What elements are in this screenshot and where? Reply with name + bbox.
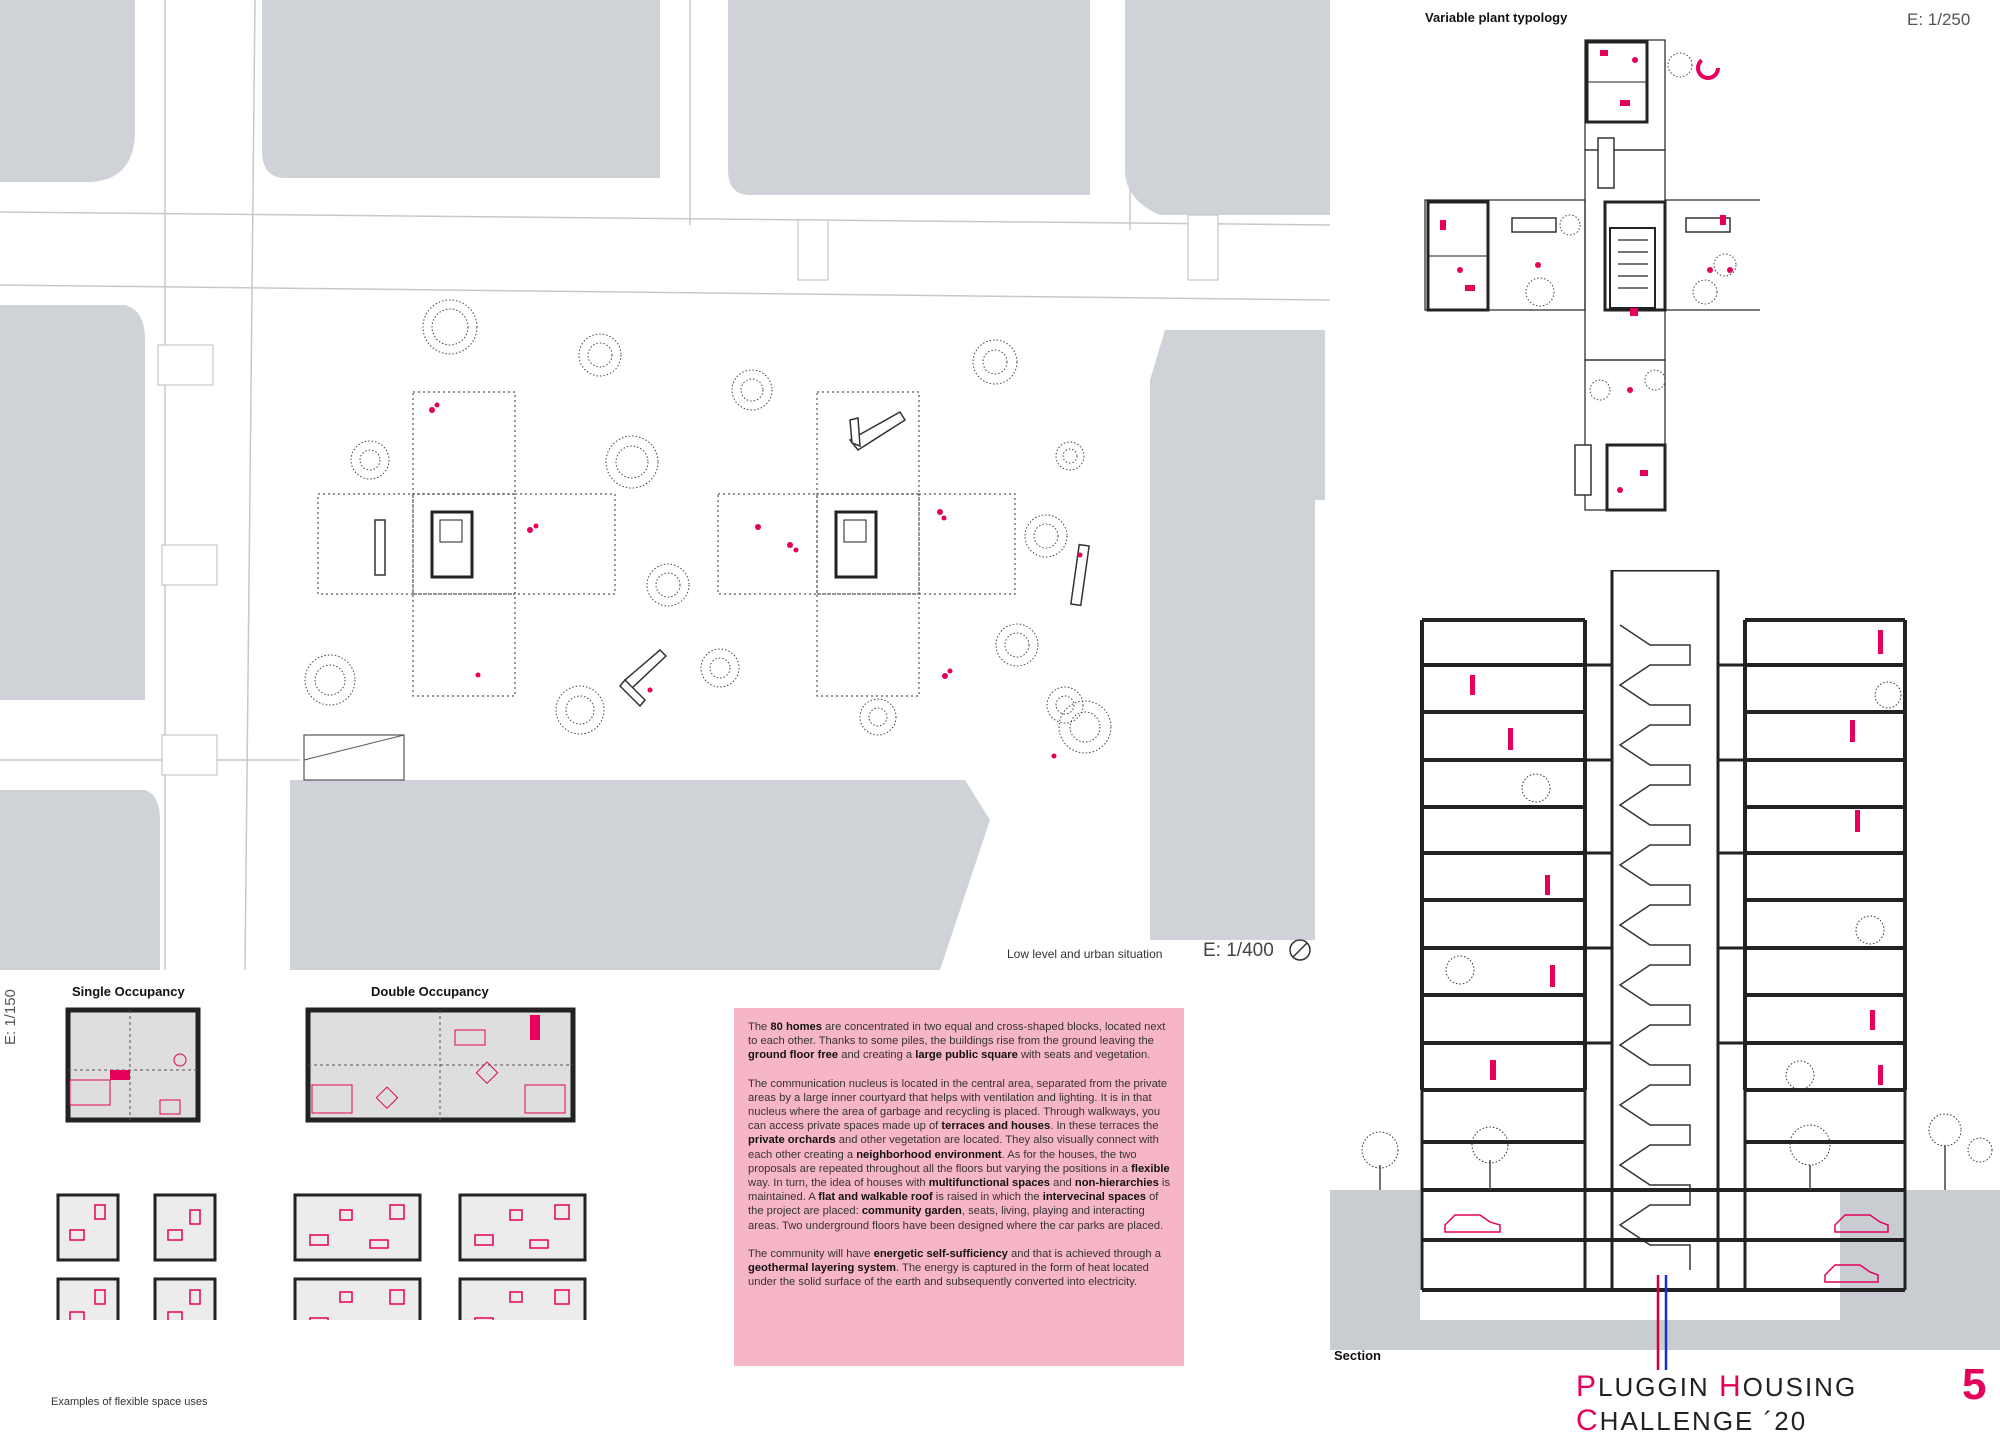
city-blocks bbox=[0, 0, 1330, 970]
description-box: The 80 homes are concentrated in two equ… bbox=[734, 1008, 1184, 1366]
single-variants bbox=[56, 1193, 217, 1320]
description-paragraph-3: The community will have energetic self-s… bbox=[748, 1247, 1161, 1289]
site-caption: Low level and urban situation bbox=[1007, 947, 1163, 961]
page-number: 5 bbox=[1962, 1360, 1987, 1409]
right-tower bbox=[1743, 618, 1907, 1144]
pink-seats bbox=[429, 402, 1083, 759]
section-drawing bbox=[1330, 570, 2000, 1370]
section-trees bbox=[1361, 681, 1993, 1169]
single-unit-plan bbox=[65, 1007, 201, 1123]
double-variants bbox=[293, 1193, 587, 1320]
single-title: Single Occupancy bbox=[72, 984, 185, 999]
double-title: Double Occupancy bbox=[371, 984, 489, 999]
cars bbox=[1444, 1214, 1889, 1283]
unit-plans bbox=[56, 1007, 587, 1320]
circulation-cores bbox=[430, 510, 878, 579]
section-label: Section bbox=[1334, 1348, 1381, 1363]
left-tower bbox=[1420, 618, 1587, 1144]
plant-drawing bbox=[1424, 39, 1760, 512]
left-cross-footprint bbox=[317, 391, 616, 697]
competition-title: PLUGGIN HOUSING CHALLENGE ´20 bbox=[1576, 1370, 1858, 1437]
description-paragraph-2: The communication nucleus is located in … bbox=[748, 1077, 1171, 1232]
plant-scale: E: 1/250 bbox=[1907, 10, 1971, 29]
benches bbox=[374, 410, 1090, 708]
north-icon bbox=[1289, 939, 1311, 961]
examples-caption: Examples of flexible space uses bbox=[51, 1396, 208, 1408]
site-plan bbox=[0, 0, 1331, 970]
site-scale: E: 1/400 bbox=[1203, 940, 1274, 961]
right-cross-footprint bbox=[717, 391, 1016, 697]
plant-title: Variable plant typology bbox=[1425, 10, 1568, 25]
ramp bbox=[303, 734, 405, 781]
trees bbox=[304, 299, 1112, 754]
double-unit-plan bbox=[305, 1007, 576, 1123]
description-paragraph-1: The 80 homes are concentrated in two equ… bbox=[748, 1021, 1166, 1062]
units-scale: E: 1/150 bbox=[2, 989, 19, 1045]
